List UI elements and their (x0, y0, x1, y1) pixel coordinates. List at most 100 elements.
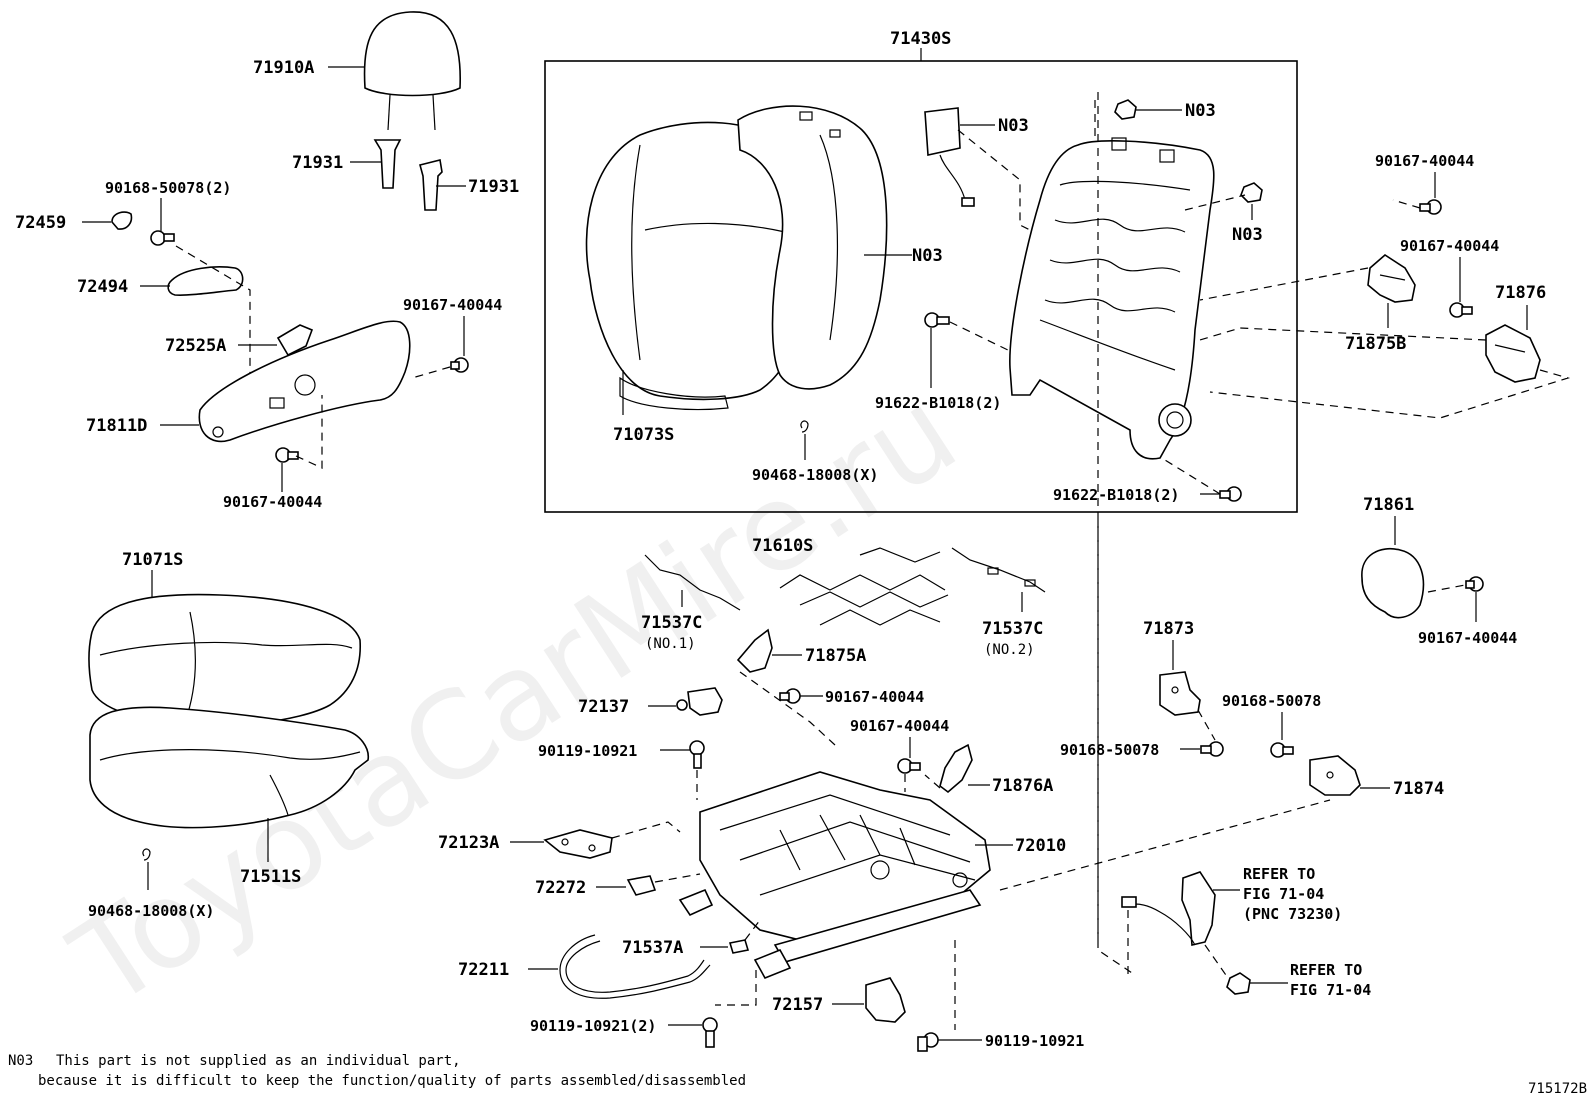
label-72157[interactable]: 72157 (772, 995, 823, 1015)
label-71874[interactable]: 71874 (1393, 779, 1444, 799)
label-72211[interactable]: 72211 (458, 960, 509, 980)
footnote-line2: because it is difficult to keep the func… (38, 1073, 746, 1089)
label-72525A[interactable]: 72525A (165, 336, 226, 356)
label-72123A[interactable]: 72123A (438, 833, 499, 853)
label-71875A[interactable]: 71875A (805, 646, 866, 666)
label-N03-nut-2[interactable]: N03 (1232, 225, 1263, 245)
label-refer-to-1-line3[interactable]: (PNC 73230) (1243, 905, 1342, 923)
label-71537C-no1-sub: (NO.1) (645, 636, 696, 652)
wire-71537C-no2 (951, 547, 1046, 593)
label-71073S[interactable]: 71073S (613, 425, 674, 445)
label-71811D[interactable]: 71811D (86, 416, 147, 436)
label-71931-right[interactable]: 71931 (468, 177, 519, 197)
label-72010[interactable]: 72010 (1015, 836, 1066, 856)
clip-72525A (276, 324, 314, 357)
module-N03 (924, 107, 975, 207)
bracket-71873 (1159, 671, 1201, 716)
label-72459[interactable]: 72459 (15, 213, 66, 233)
seatback-pad-N03 (737, 105, 888, 390)
label-71537C-no2-sub: (NO.2) (984, 642, 1035, 658)
recliner-handle-72494 (167, 266, 244, 296)
label-72137[interactable]: 72137 (578, 697, 629, 717)
label-71537C-no1[interactable]: 71537C (641, 613, 702, 633)
bolt-icon (1449, 302, 1473, 318)
label-90167-40044-e[interactable]: 90167-40044 (1418, 629, 1517, 647)
bolt-icon (917, 1032, 939, 1052)
spring-71610S (779, 547, 949, 626)
part-71537A (728, 939, 750, 954)
label-90168-50078-2[interactable]: 90168-50078(2) (105, 179, 231, 197)
cover-71875A (736, 628, 773, 673)
wire-71537C-no1 (644, 554, 741, 611)
bolt-icon (150, 230, 175, 246)
label-71861[interactable]: 71861 (1363, 495, 1414, 515)
label-71873[interactable]: 71873 (1143, 619, 1194, 639)
footnote-code: N03 (8, 1053, 33, 1069)
seatback-frame (1009, 137, 1215, 460)
label-90119-10921-2[interactable]: 90119-10921(2) (530, 1017, 656, 1035)
label-90168-50078-a[interactable]: 90168-50078 (1060, 741, 1159, 759)
hog-ring-icon (800, 420, 809, 433)
footnote-line1: This part is not supplied as an individu… (56, 1053, 461, 1069)
label-91622-B1018-b[interactable]: 91622-B1018(2) (1053, 486, 1179, 504)
label-90119-10921-a[interactable]: 90119-10921 (538, 742, 637, 760)
cover-71876 (1485, 324, 1541, 383)
cover-71875B (1367, 254, 1416, 303)
label-90167-40044-g[interactable]: 90167-40044 (850, 717, 949, 735)
label-71511S[interactable]: 71511S (240, 867, 301, 887)
bracket-72123A (543, 829, 613, 859)
headrest-part (363, 11, 461, 131)
bracket-71874 (1309, 755, 1361, 796)
label-91622-B1018-a[interactable]: 91622-B1018(2) (875, 394, 1001, 412)
label-90119-10921-b[interactable]: 90119-10921 (985, 1032, 1084, 1050)
label-90468-18008-b[interactable]: 90468-18008(X) (752, 466, 878, 484)
cap-72459 (111, 211, 133, 230)
cover-72157 (865, 977, 906, 1023)
knob-71861 (1361, 548, 1425, 619)
label-71610S[interactable]: 71610S (752, 536, 813, 556)
label-90167-40044-b[interactable]: 90167-40044 (223, 493, 322, 511)
label-N03-module[interactable]: N03 (998, 116, 1029, 136)
bolt-icon (1200, 741, 1224, 757)
label-72494[interactable]: 72494 (77, 277, 128, 297)
bolt-icon (450, 357, 469, 373)
label-71910A[interactable]: 71910A (253, 58, 314, 78)
label-71875B[interactable]: 71875B (1345, 334, 1406, 354)
seat-adjuster-72010 (678, 771, 991, 980)
label-71537A[interactable]: 71537A (622, 938, 683, 958)
label-71876[interactable]: 71876 (1495, 283, 1546, 303)
label-refer-to-2-line1[interactable]: REFER TO (1290, 961, 1362, 979)
bolt-icon (689, 740, 705, 769)
bolt-icon (924, 312, 950, 328)
bolt-icon (702, 1017, 718, 1048)
bolt-icon (779, 688, 801, 704)
seat-belt-buckle (1121, 871, 1216, 946)
label-90168-50078-b[interactable]: 90168-50078 (1222, 692, 1321, 710)
bolt-icon (897, 758, 921, 774)
label-71071S[interactable]: 71071S (122, 550, 183, 570)
label-71931-left[interactable]: 71931 (292, 153, 343, 173)
label-71430S[interactable]: 71430S (890, 29, 951, 49)
nut-icon (1114, 99, 1137, 120)
label-90167-40044-a[interactable]: 90167-40044 (403, 296, 502, 314)
label-refer-to-1-line1[interactable]: REFER TO (1243, 865, 1315, 883)
label-N03-pad[interactable]: N03 (912, 246, 943, 266)
label-71537C-no2[interactable]: 71537C (982, 619, 1043, 639)
label-refer-to-1-line2[interactable]: FIG 71-04 (1243, 885, 1324, 903)
label-90167-40044-d[interactable]: 90167-40044 (1400, 237, 1499, 255)
label-90167-40044-f[interactable]: 90167-40044 (825, 688, 924, 706)
seat-cushion-pad-71511S (89, 706, 370, 829)
bolt-icon (1219, 486, 1242, 502)
label-refer-to-2-line2[interactable]: FIG 71-04 (1290, 981, 1371, 999)
bolt-icon (275, 447, 299, 463)
label-N03-nut[interactable]: N03 (1185, 101, 1216, 121)
side-cover-71811D (198, 320, 411, 443)
bracket-72137 (676, 687, 723, 716)
label-90468-18008-a[interactable]: 90468-18008(X) (88, 902, 214, 920)
headrest-guide-left (373, 139, 402, 189)
diagram-id: 715172B (1528, 1081, 1587, 1097)
nut-icon (1226, 972, 1251, 995)
label-71876A[interactable]: 71876A (992, 776, 1053, 796)
label-72272[interactable]: 72272 (535, 878, 586, 898)
label-90167-40044-c[interactable]: 90167-40044 (1375, 152, 1474, 170)
